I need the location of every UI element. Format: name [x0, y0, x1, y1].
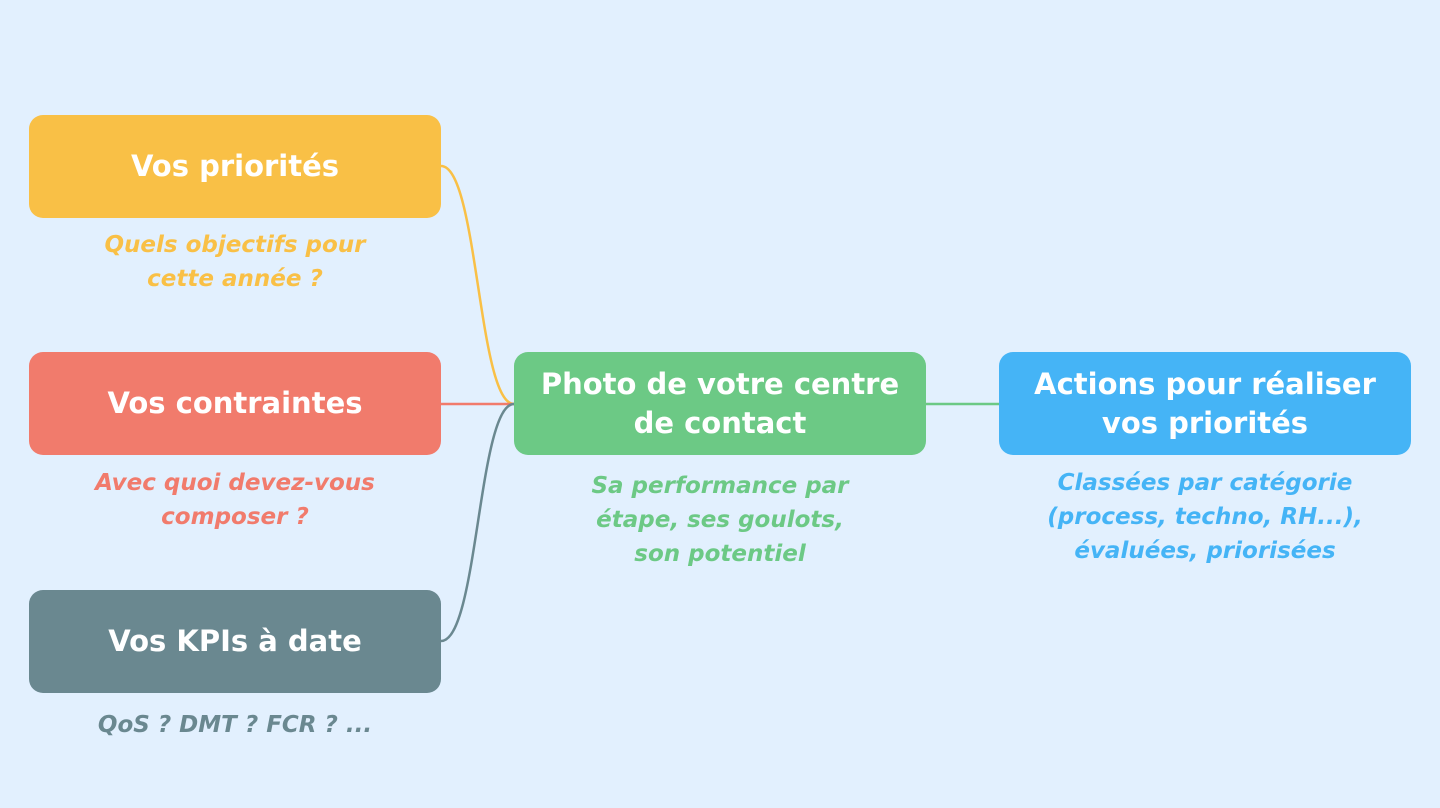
node-actions[interactable]: Actions pour réaliser vos priorités [999, 352, 1411, 455]
node-photo-centre-contact[interactable]: Photo de votre centre de contact [514, 352, 926, 455]
caption-photo-centre-contact: Sa performance par étape, ses goulots, s… [591, 473, 849, 567]
node-vos-priorites[interactable]: Vos priorités [29, 115, 441, 218]
caption-vos-kpis: QoS ? DMT ? FCR ? ... [97, 712, 373, 738]
connector-kpis [440, 402, 515, 643]
caption-vos-priorites: Quels objectifs pour cette année ? [104, 232, 366, 292]
node-vos-contraintes[interactable]: Vos contraintes [29, 352, 441, 455]
node-vos-kpis[interactable]: Vos KPIs à date [29, 590, 441, 693]
caption-actions: Classées par catégorie (process, techno,… [1047, 470, 1363, 564]
connector-priorites [440, 164, 515, 406]
caption-vos-contraintes: Avec quoi devez-vous composer ? [95, 470, 375, 530]
